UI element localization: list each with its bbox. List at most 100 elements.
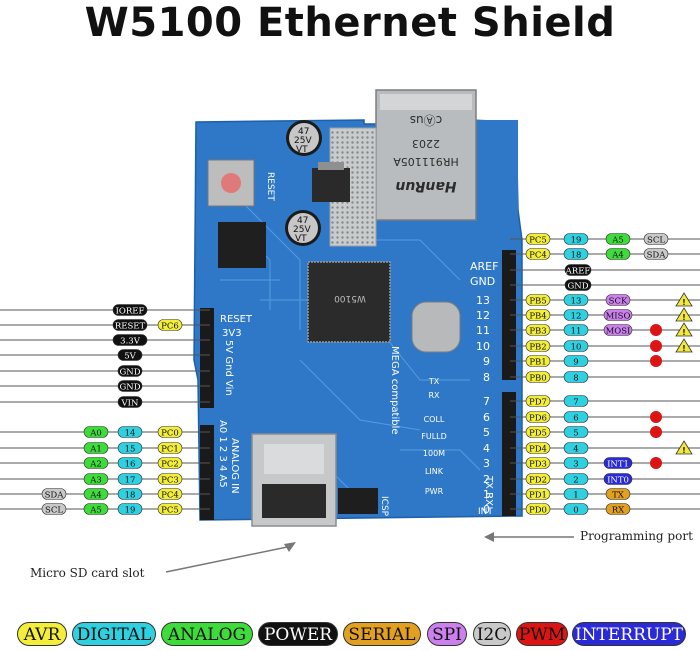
svg-text:PD1: PD1 [529, 490, 547, 500]
left-pin-a4: A4 [83, 488, 109, 500]
digital-pin-number: 10 [476, 340, 490, 353]
power-header-label: 5V Gnd Vin [223, 340, 234, 396]
analog-nums-label: A0 1 2 3 4 A5 [217, 420, 228, 488]
svg-text:PB4: PB4 [529, 311, 546, 321]
svg-text:!: ! [682, 313, 686, 322]
left-pin-pc3: PC3 [157, 473, 183, 485]
svg-text:A3: A3 [89, 475, 102, 485]
right-pin-9: 9 [563, 355, 589, 367]
svg-text:AREF: AREF [565, 266, 591, 276]
warning-icon: ! [675, 292, 693, 307]
led-label: FULLD [421, 432, 447, 441]
legend-power: POWER [258, 622, 338, 646]
left-pin-pc4: PC4 [157, 488, 183, 500]
svg-text:6: 6 [573, 413, 578, 423]
right-pin-pb0: PB0 [525, 371, 551, 383]
svg-text:PC4: PC4 [161, 490, 179, 500]
svg-text:A5: A5 [611, 235, 624, 245]
right-pin-miso: MISO [603, 309, 633, 321]
crystal [411, 301, 461, 353]
led-label: LINK [425, 467, 444, 476]
svg-text:PC5: PC5 [161, 505, 179, 515]
svg-text:PD4: PD4 [529, 444, 547, 454]
analog-header-label: ANALOG IN [229, 438, 240, 494]
left-pin-gnd: GND [117, 380, 143, 392]
svg-text:15: 15 [125, 444, 136, 454]
right-pin-pb5: PB5 [525, 294, 551, 306]
left-pin-16: 16 [117, 457, 143, 469]
left-pin-15: 15 [117, 442, 143, 454]
reset-label: RESET [265, 172, 275, 201]
svg-text:19: 19 [571, 235, 582, 245]
icsp-label: ICSP [379, 496, 389, 517]
svg-text:GND: GND [119, 367, 140, 377]
svg-text:12: 12 [571, 311, 582, 321]
right-pin-1: 1 [563, 488, 589, 500]
svg-text:A4: A4 [89, 490, 102, 500]
svg-text:SCK: SCK [609, 296, 628, 306]
svg-text:PD2: PD2 [529, 475, 547, 485]
right-pin-gnd: GND [564, 279, 592, 291]
left-pin-18: 18 [117, 488, 143, 500]
prog-arrow-head [484, 532, 494, 542]
left-pin-a5: A5 [83, 503, 109, 515]
right-pin-12: 12 [563, 309, 589, 321]
right-header-lower [502, 392, 516, 516]
svg-text:A0: A0 [89, 428, 102, 438]
right-pin-pb3: PB3 [525, 324, 551, 336]
svg-text:!: ! [682, 298, 686, 307]
gnd-label: GND [470, 275, 495, 288]
int-label: INT [478, 507, 493, 517]
digital-pin-number: 12 [476, 309, 490, 322]
right-pin-a5: A5 [605, 233, 631, 245]
digital-pin-number: 8 [483, 371, 490, 384]
pwm-marker [650, 411, 662, 423]
svg-text:PD0: PD0 [529, 505, 547, 515]
svg-text:GND: GND [119, 382, 140, 392]
v33-label: 3V3 [222, 328, 242, 339]
svg-text:4: 4 [573, 444, 578, 454]
right-pin-rx: RX [605, 503, 631, 515]
svg-text:47: 47 [297, 216, 308, 226]
svg-text:SCL: SCL [45, 505, 63, 515]
right-pin-pd1: PD1 [525, 488, 551, 500]
svg-text:SCL: SCL [647, 235, 665, 245]
left-pin-sda: SDA [41, 488, 67, 500]
svg-text:RESET: RESET [115, 321, 146, 331]
icsp-header [338, 488, 378, 514]
right-pin-tx: TX [605, 488, 631, 500]
svg-text:13: 13 [571, 296, 582, 306]
svg-text:PD6: PD6 [529, 413, 547, 423]
left-pin-reset: RESET [112, 319, 148, 331]
right-pin-6: 6 [563, 411, 589, 423]
svg-text:A4: A4 [611, 250, 624, 260]
svg-text:PC2: PC2 [161, 459, 179, 469]
svg-text:0: 0 [573, 505, 578, 515]
digital-pin-number: 2 [483, 473, 490, 486]
svg-text:PC3: PC3 [161, 475, 179, 485]
warning-icon: ! [675, 322, 693, 337]
svg-text:17: 17 [125, 475, 136, 485]
led-label: PWR [425, 487, 444, 496]
svg-text:INT1: INT1 [607, 459, 629, 469]
left-pin-14: 14 [117, 426, 143, 438]
svg-text:PB1: PB1 [529, 357, 546, 367]
right-header-upper [502, 250, 516, 380]
svg-text:47: 47 [298, 127, 309, 137]
svg-text:5: 5 [573, 428, 578, 438]
jack-code: 2203 [412, 137, 440, 150]
digital-pin-number: 7 [483, 395, 490, 408]
programming-port-label: Programming port [580, 529, 693, 543]
right-pin-sda: SDA [643, 248, 669, 260]
right-pin-mosi: MOSI [603, 324, 633, 336]
svg-text:16: 16 [125, 459, 136, 469]
legend-avr: AVR [17, 622, 67, 646]
pwm-marker [650, 426, 662, 438]
legend-interrupt: INTERRUPT [572, 622, 686, 646]
svg-text:3.3V: 3.3V [120, 336, 141, 346]
svg-text:IOREF: IOREF [116, 306, 145, 316]
svg-text:2: 2 [573, 475, 578, 485]
small-ic [218, 222, 266, 268]
warning-icon: ! [675, 440, 693, 455]
